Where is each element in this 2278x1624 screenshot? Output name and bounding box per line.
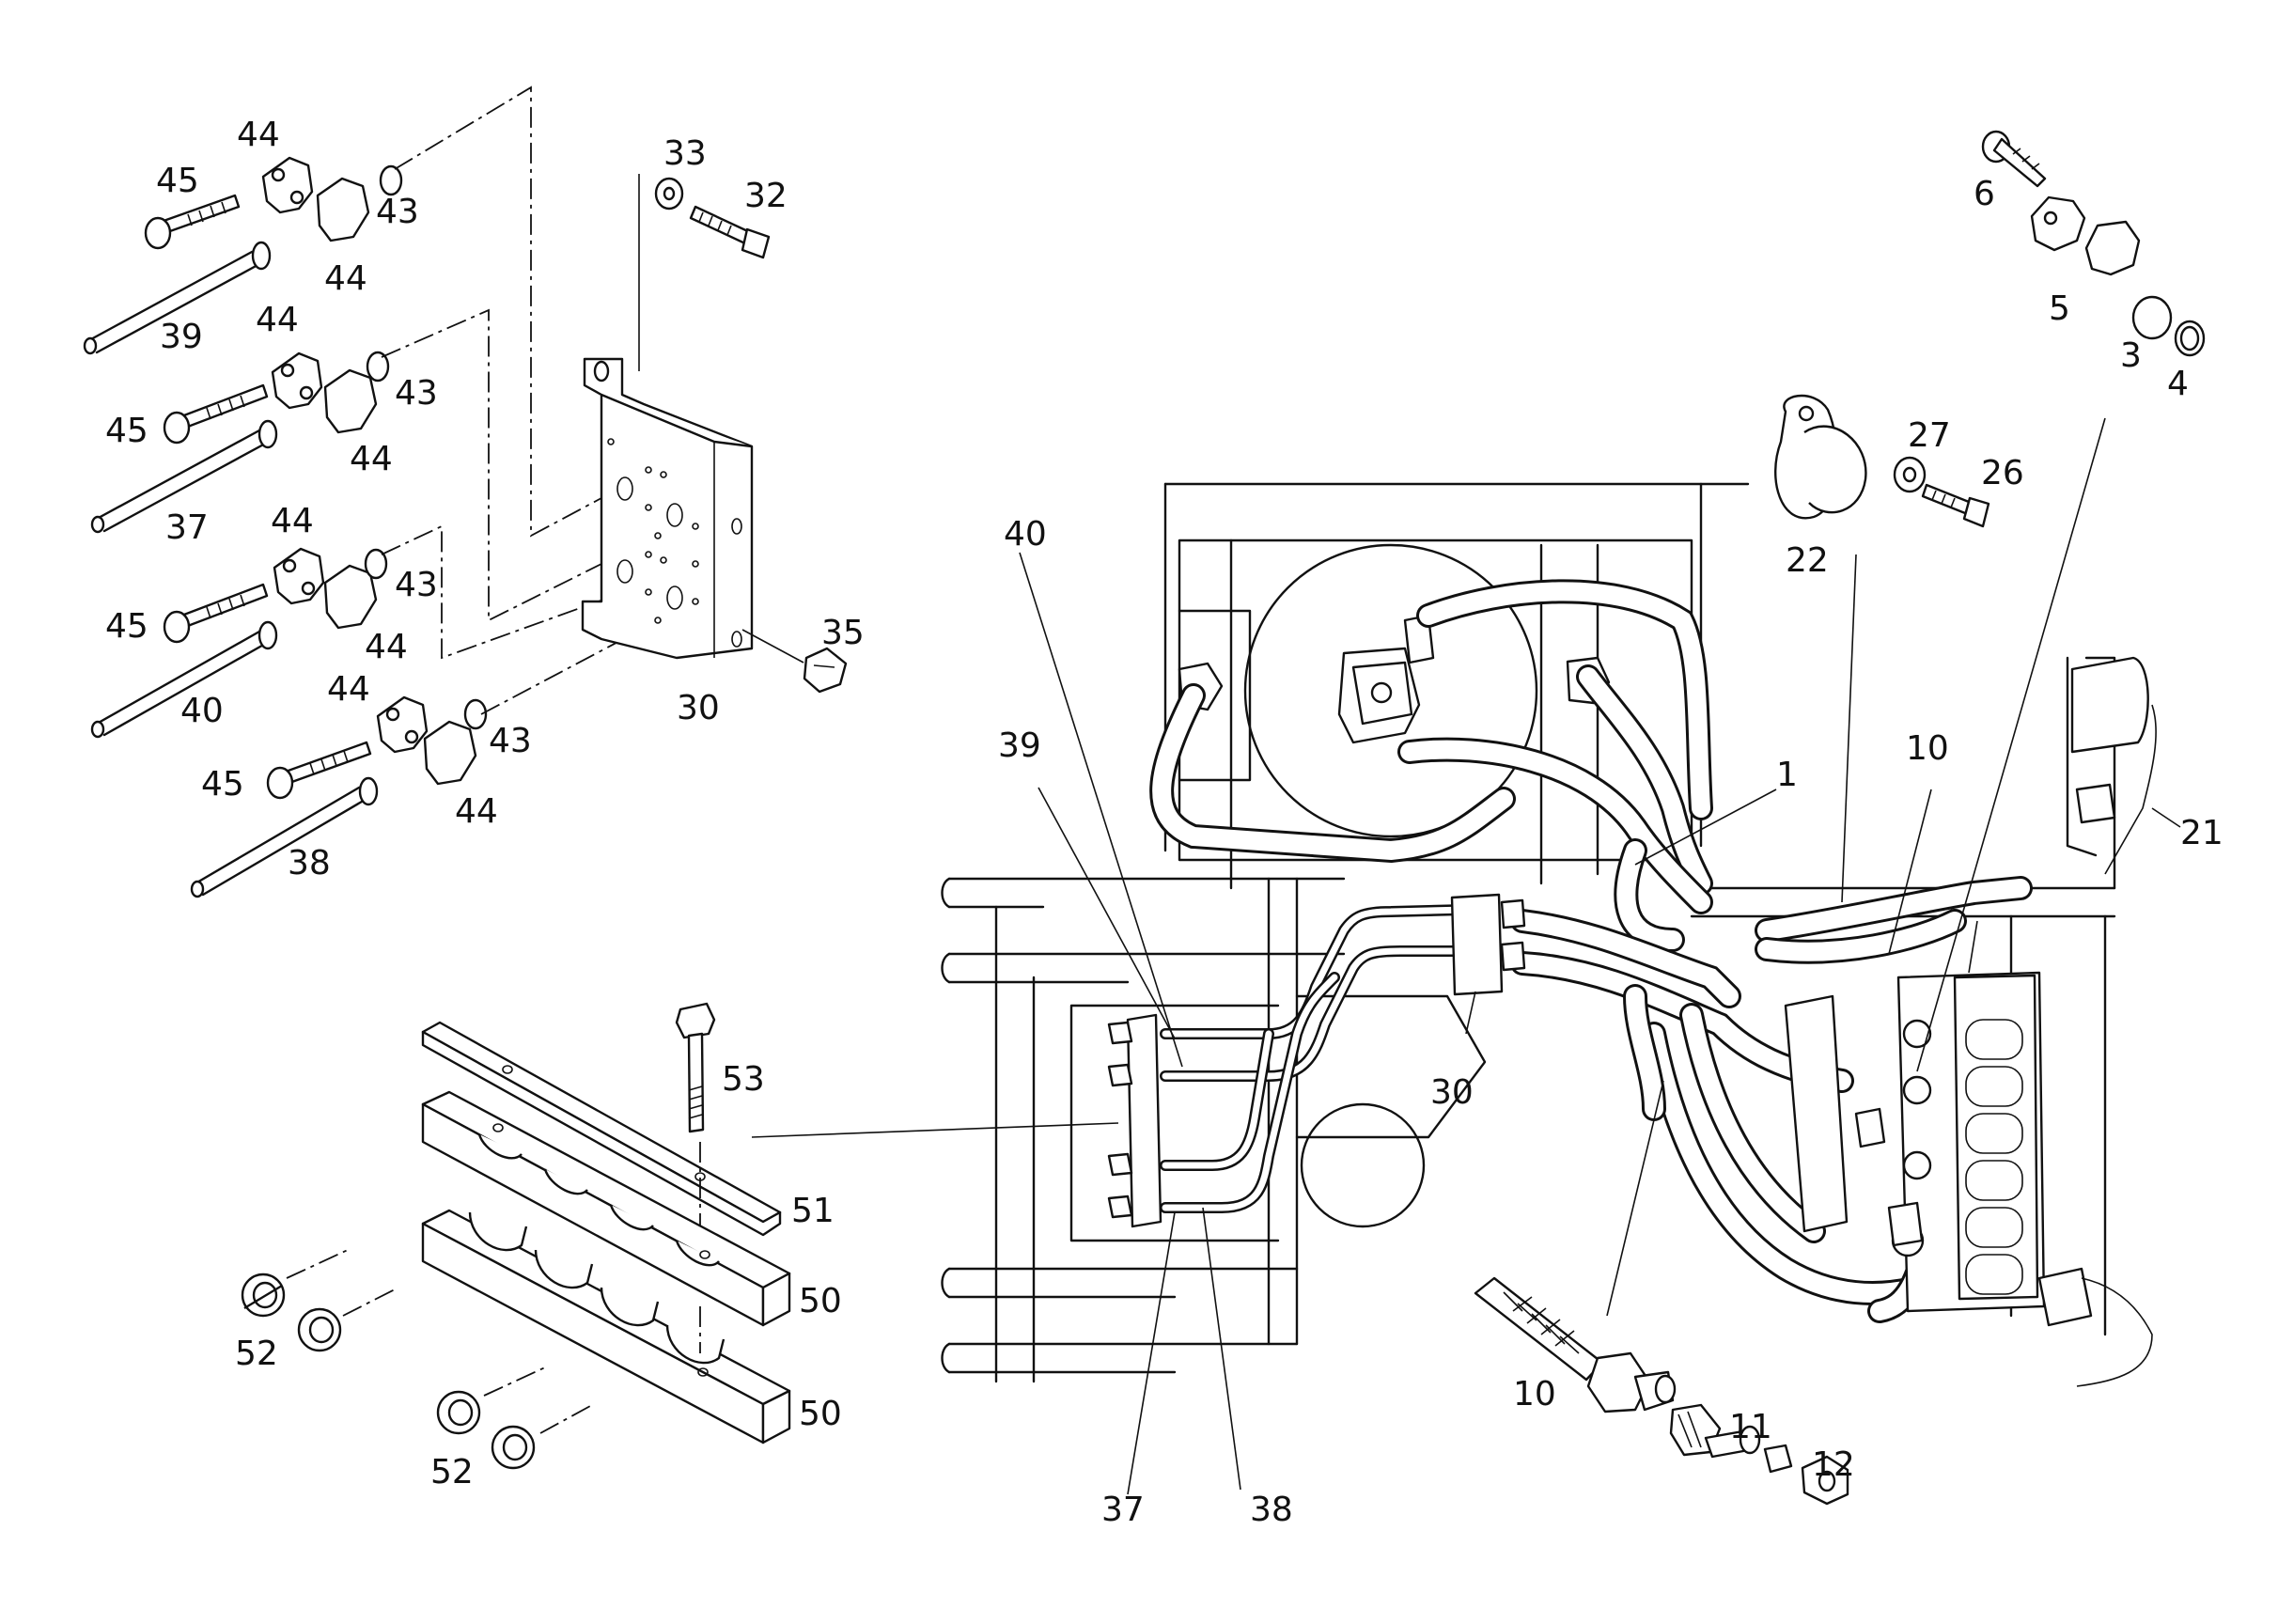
- callout-32: 32: [744, 177, 788, 215]
- bushing-52-icon: [436, 1366, 593, 1470]
- callout-44: 44: [455, 792, 498, 831]
- callout-37: 37: [1101, 1491, 1145, 1529]
- callout-43: 43: [395, 566, 438, 604]
- callout-4: 4: [2167, 365, 2189, 403]
- callout-43: 43: [376, 193, 419, 231]
- bushing-52-icon: [241, 1249, 396, 1352]
- seal-3-icon: [2131, 295, 2173, 340]
- ferrule-icon: [1763, 1444, 1793, 1474]
- callout-12: 12: [1812, 1445, 1855, 1484]
- callout-5: 5: [2049, 289, 2070, 328]
- bolt-45-icon: [163, 583, 269, 644]
- callout-3: 3: [2120, 336, 2142, 375]
- callout-45: 45: [105, 412, 148, 450]
- callout-39: 39: [160, 318, 203, 356]
- washer-27-icon: [1893, 456, 1927, 493]
- clamp-plate-51-icon: [421, 1021, 782, 1237]
- valve-bank-icon: [1784, 971, 2046, 1313]
- callout-26: 26: [1981, 454, 2024, 492]
- callout-44: 44: [350, 440, 393, 478]
- bolt-26-icon: [1921, 483, 1990, 528]
- callout-27: 27: [1908, 416, 1951, 455]
- callout-43: 43: [395, 374, 438, 413]
- pipe-40-icon: [90, 620, 278, 739]
- bolt-45-icon: [163, 383, 269, 445]
- hoses-icon: [1149, 579, 2033, 1323]
- callout-10: 10: [1906, 729, 1949, 768]
- clamp-block-50-icon: [421, 1209, 791, 1444]
- callout-43: 43: [489, 722, 532, 760]
- callout-labels: 45 44 44 43 39 44 45 43 44 37 44 45 43 4…: [105, 116, 2223, 1529]
- bolt-32-icon: [689, 205, 771, 259]
- pipe-fittings-group: [83, 86, 678, 898]
- machine-assembly: [941, 482, 2157, 1387]
- callout-53: 53: [722, 1060, 765, 1099]
- callout-10: 10: [1513, 1375, 1556, 1413]
- callout-40: 40: [1004, 515, 1047, 554]
- callout-44: 44: [365, 628, 408, 666]
- callout-38: 38: [1250, 1491, 1293, 1529]
- flange-clamp-44-icon: [376, 695, 488, 786]
- washer-33-icon: [654, 177, 684, 211]
- flange-clamp-44-icon: [273, 547, 388, 630]
- callout-40: 40: [180, 692, 224, 730]
- bolt-53-icon: [675, 1002, 716, 1133]
- callout-38: 38: [288, 844, 331, 882]
- callout-50: 50: [799, 1282, 842, 1320]
- callout-35: 35: [821, 614, 865, 652]
- callout-30: 30: [677, 689, 720, 727]
- hose-10-icon: [1474, 1276, 1677, 1413]
- callout-30: 30: [1430, 1073, 1474, 1112]
- bolt-45-icon: [266, 741, 372, 800]
- callout-45: 45: [105, 607, 148, 646]
- callout-44: 44: [324, 259, 367, 298]
- callout-52: 52: [430, 1453, 474, 1491]
- callout-6: 6: [1974, 175, 1995, 213]
- bolt-6-icon: [1981, 130, 2047, 188]
- callout-44: 44: [271, 502, 314, 540]
- nut-12-icon: [1801, 1455, 1849, 1506]
- manifold-block-30-icon: [581, 174, 754, 660]
- callout-51: 51: [791, 1192, 835, 1230]
- pipe-39-icon: [83, 241, 272, 355]
- bolt-45-icon: [144, 194, 241, 250]
- fitting-11-icon: [1669, 1403, 1761, 1459]
- flange-clamp-44-icon: [261, 156, 403, 242]
- callout-44: 44: [327, 670, 370, 709]
- pipe-37-icon: [90, 419, 278, 534]
- callout-45: 45: [156, 162, 199, 200]
- o-ring-4-icon: [2174, 320, 2206, 357]
- callout-52: 52: [235, 1335, 278, 1373]
- callout-33: 33: [663, 134, 707, 173]
- callout-39: 39: [998, 726, 1041, 765]
- hose-clamp-22-icon: [1774, 394, 1867, 520]
- callout-22: 22: [1786, 541, 1829, 580]
- callout-11: 11: [1729, 1408, 1772, 1446]
- flange-clamp-5-icon: [2030, 195, 2141, 276]
- callout-44: 44: [256, 301, 299, 339]
- callout-44: 44: [237, 116, 280, 154]
- callout-50: 50: [799, 1395, 842, 1433]
- leader-lines: [751, 417, 2181, 1495]
- rigid-pipes-icon: [1160, 904, 1472, 1213]
- pipe-38-icon: [190, 776, 379, 898]
- callout-1: 1: [1776, 756, 1798, 794]
- callout-45: 45: [201, 765, 244, 804]
- flange-clamp-44-icon: [271, 351, 390, 434]
- callout-21: 21: [2180, 814, 2223, 852]
- clamp-block-50-icon: [421, 1090, 791, 1327]
- flange-group-right: [1981, 130, 2206, 357]
- callout-37: 37: [165, 508, 209, 547]
- pump-icon: [1337, 614, 1435, 744]
- plug-35-icon: [741, 629, 848, 694]
